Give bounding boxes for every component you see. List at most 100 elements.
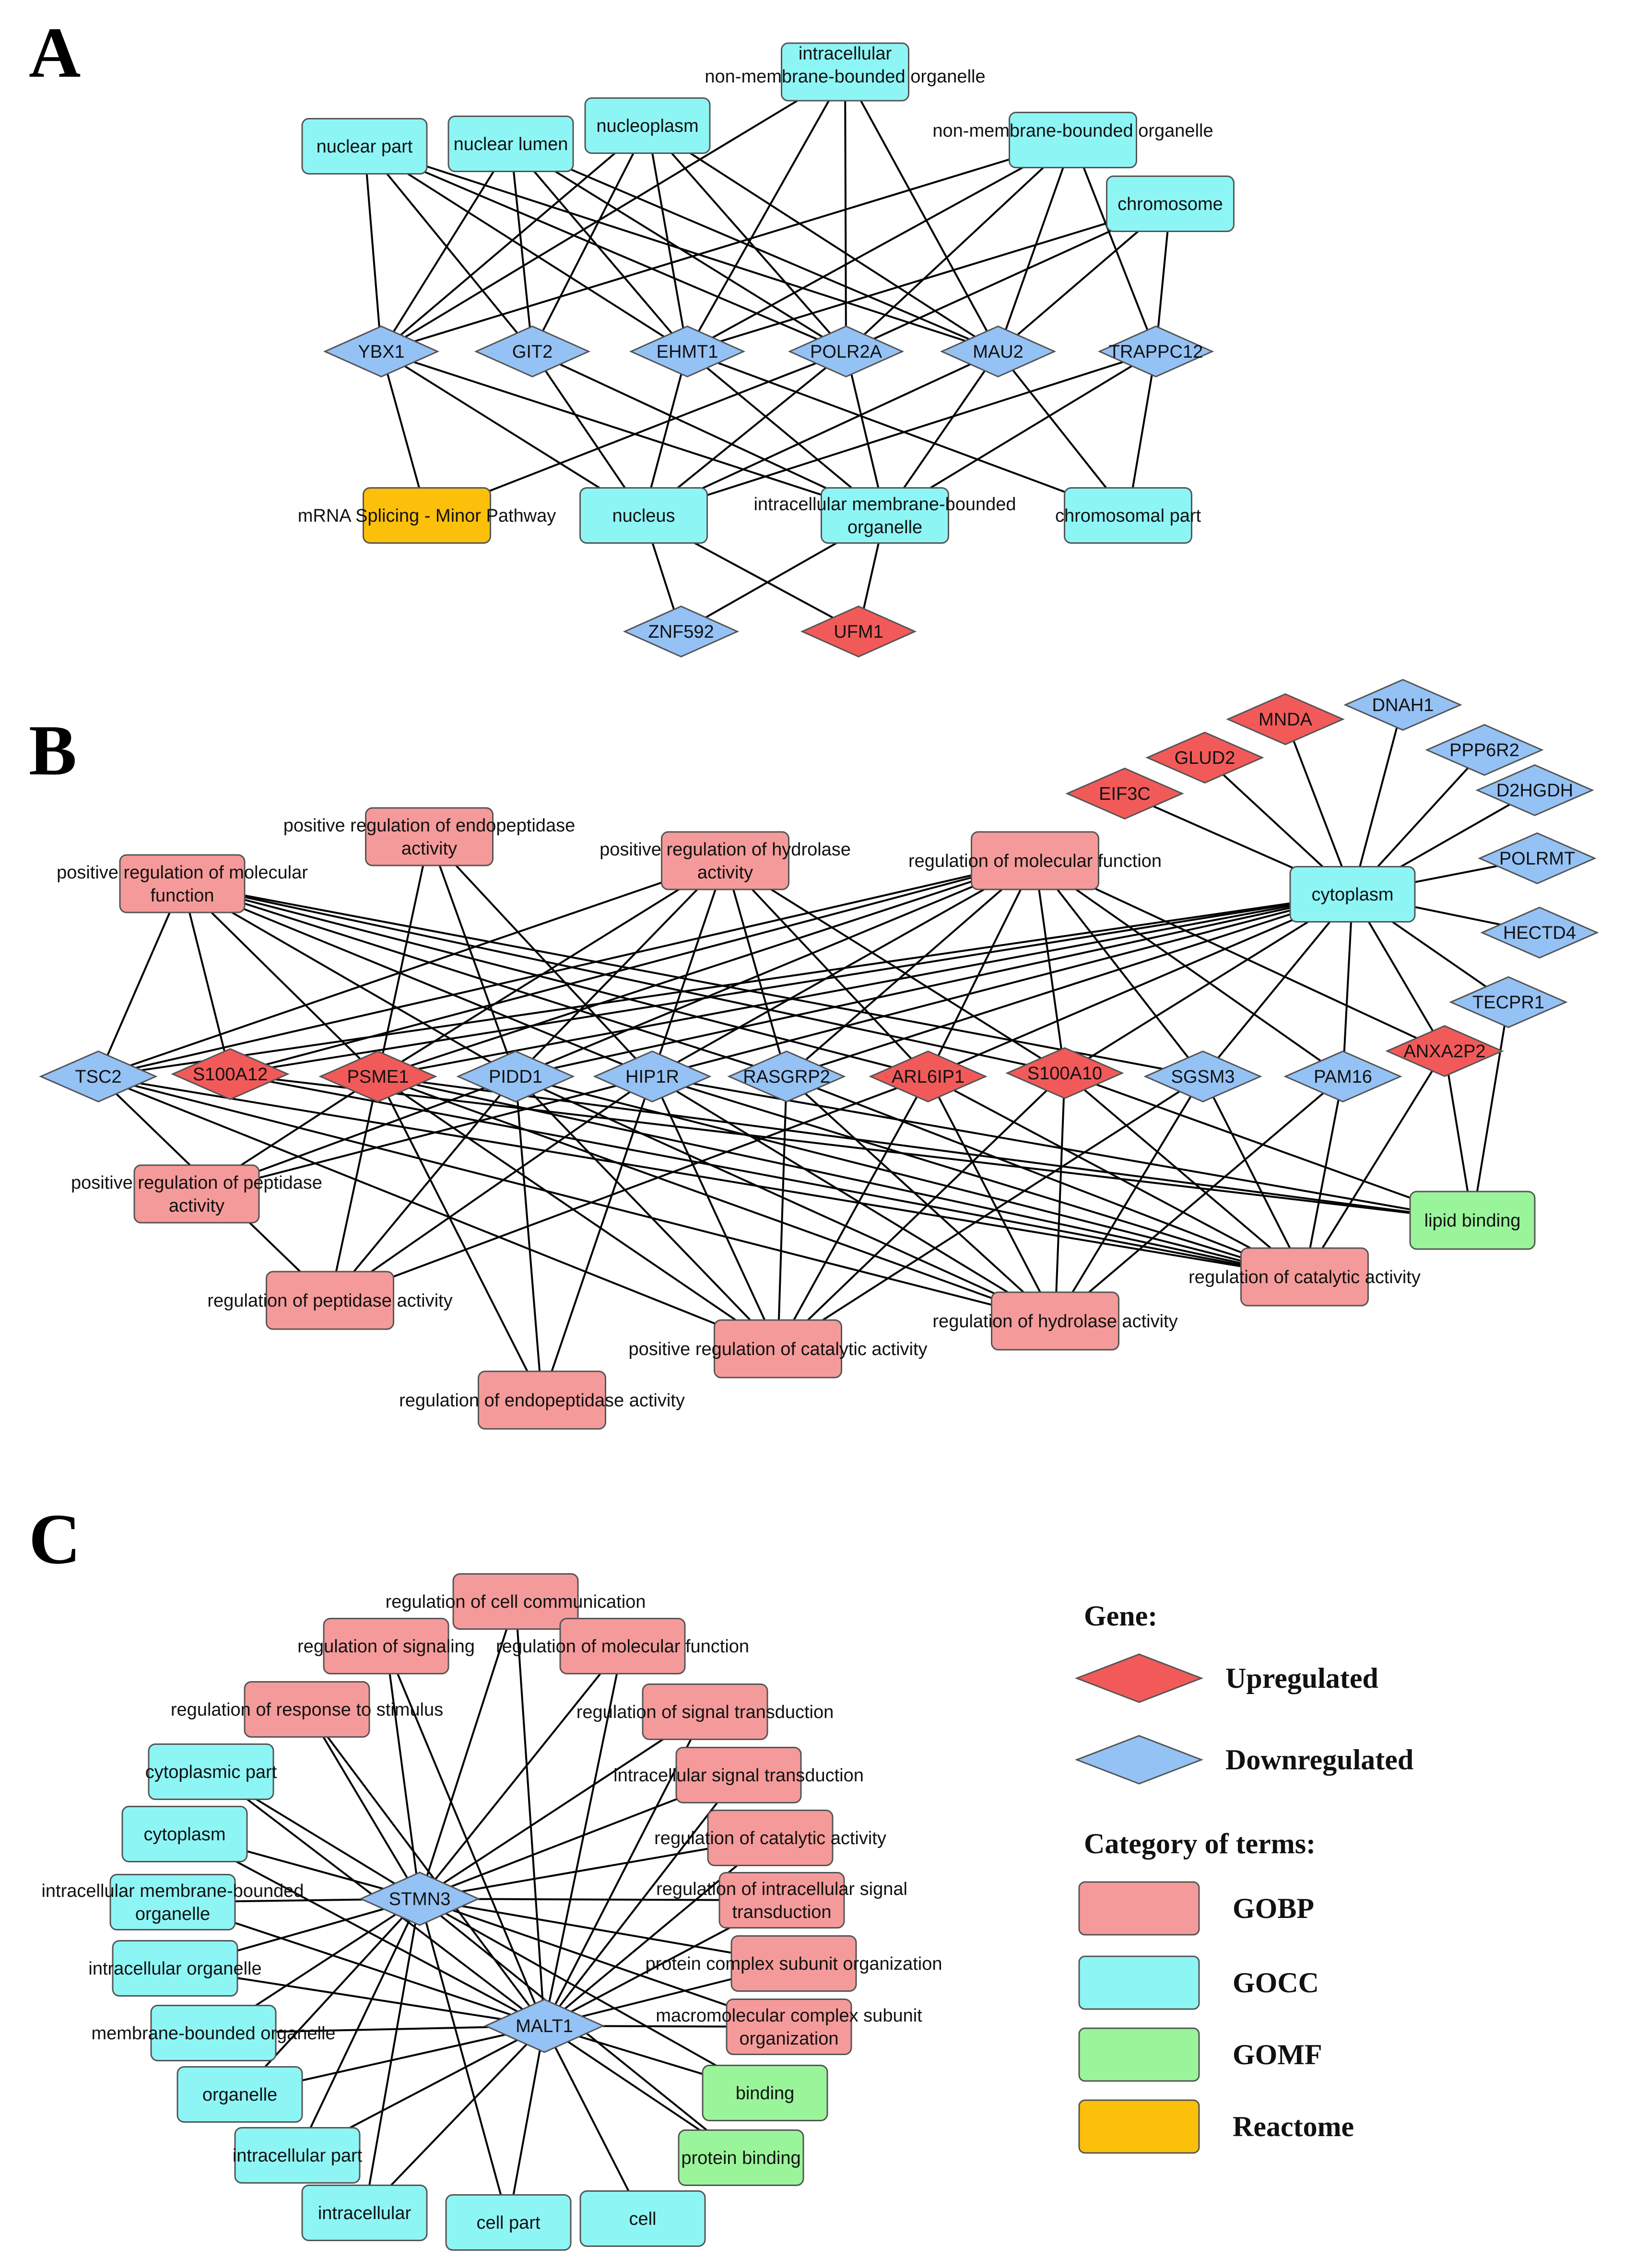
edge-a_ybx1-a_nmbo: [381, 139, 1073, 352]
term-box: [579, 487, 708, 544]
edge-b_prha-b_rasgrp2: [724, 860, 788, 1077]
node-b_psme1: PSME1: [318, 1050, 437, 1103]
node-b_mnda: MNDA: [1226, 693, 1345, 746]
edge-c_malt1-c_rmf: [543, 1646, 624, 2026]
edge-b_cyto-b_s100a10: [1064, 893, 1353, 1074]
node-b_arl6ip1: ARL6IP1: [869, 1050, 988, 1103]
term-box: [1064, 487, 1192, 544]
node-label: cell part: [476, 2213, 540, 2233]
node-b_rha: regulation of hydrolase activity: [932, 1291, 1178, 1351]
gene-diamond: [1478, 832, 1597, 885]
node-label: DNAH1: [1372, 695, 1434, 715]
edge-b_prha-b_hip1r: [651, 860, 726, 1077]
node-a_git2: GIT2: [474, 325, 591, 378]
node-b_rmf: regulation of molecular function: [908, 831, 1162, 890]
node-b_glud2: GLUD2: [1145, 731, 1264, 784]
node-c_ist: intracellular signal transduction: [613, 1747, 864, 1803]
term-box: [363, 487, 491, 544]
gene-diamond: [1283, 1050, 1402, 1103]
node-b_polrmt: POLRMT: [1478, 832, 1597, 885]
node-label: GIT2: [512, 342, 553, 362]
term-box: [718, 1872, 845, 1929]
edge-a_ehmt1-a_nlumen: [510, 143, 688, 352]
node-label: RASGRP2: [743, 1067, 830, 1087]
node-label: PAM16: [1314, 1067, 1372, 1087]
term-box: [1289, 866, 1416, 923]
node-label: mRNA Splicing - Minor Pathway: [298, 506, 556, 526]
node-label: regulation of peptidase activity: [207, 1291, 452, 1311]
node-c_cytopart: cytoplasmic part: [145, 1743, 277, 1800]
gene-diamond: [1475, 764, 1594, 817]
node-label: YBX1: [358, 342, 404, 362]
node-label: MAU2: [973, 342, 1023, 362]
edge-b_rmf-b_rasgrp2: [786, 860, 1036, 1077]
node-b_cyto: cytoplasm: [1289, 866, 1416, 923]
term-box: [678, 2129, 804, 2186]
legend-reactome-label: Reactome: [1233, 2111, 1354, 2142]
node-label: POLR2A: [810, 342, 882, 362]
legend-downregulated-swatch: [1074, 1735, 1204, 1785]
node-c_rcc: regulation of cell communication: [386, 1573, 646, 1630]
node-b_anxa2p2: ANXA2P2: [1385, 1025, 1504, 1077]
node-c_rca: regulation of catalytic activity: [654, 1810, 886, 1866]
edge-b_rmf-b_tsc2: [98, 860, 1035, 1077]
edge-b_prea-b_hip1r: [428, 836, 653, 1077]
edge-b_prca-b_rasgrp2: [777, 1076, 788, 1349]
node-label: regulation of molecular function: [496, 1637, 749, 1657]
gene-diamond: [1145, 731, 1264, 784]
edge-c_malt1-c_rcc: [515, 1601, 545, 2026]
term-box: [971, 831, 1099, 890]
term-box: [244, 1681, 370, 1738]
edge-b_rmf-b_s100a12: [230, 860, 1035, 1075]
edge-b_prca-b_hip1r: [651, 1076, 779, 1349]
edge-b_rca-b_tsc2: [98, 1076, 1305, 1278]
node-b_pam16: PAM16: [1283, 1050, 1402, 1103]
edge-a_ehmt1-a_nplasm: [647, 125, 688, 352]
node-label: chromosomal part: [1055, 506, 1201, 526]
term-box: [323, 1618, 449, 1674]
node-b_d2hgdh: D2HGDH: [1475, 764, 1594, 817]
edge-c_stmn3-c_binding: [419, 1898, 765, 2094]
node-label: SGSM3: [1171, 1067, 1235, 1087]
term-box: [301, 118, 428, 175]
legend-gocc-swatch: [1078, 1955, 1200, 2010]
term-box: [176, 2066, 303, 2123]
node-b_tsc2: TSC2: [39, 1050, 158, 1103]
node-label: TRAPPC12: [1109, 342, 1203, 362]
node-label: intracellular: [318, 2203, 412, 2223]
node-b_lipid: lipid binding: [1409, 1191, 1536, 1250]
node-label: TECPR1: [1472, 993, 1544, 1013]
term-box: [121, 1806, 248, 1862]
edge-c_malt1-c_rrs: [306, 1708, 545, 2027]
edge-b_rea-b_hip1r: [541, 1076, 653, 1401]
node-c_organelle: organelle: [176, 2066, 303, 2123]
edge-b_prca-b_tsc2: [98, 1076, 778, 1350]
edge-a_ybx1-a_nlumen: [380, 143, 512, 352]
legend-downregulated-label: Downregulated: [1225, 1744, 1413, 1776]
edge-b_rha-b_pam16: [1054, 1076, 1344, 1322]
edge-b_cyto-b_arl6ip1: [928, 893, 1353, 1077]
edge-b_cyto-b_rasgrp2: [786, 893, 1353, 1077]
node-b_prca: positive regulation of catalytic activit…: [628, 1319, 928, 1379]
node-label: cytoplasm: [1311, 885, 1393, 905]
term-box: [714, 1319, 842, 1379]
node-label: intracellular signal transduction: [613, 1765, 864, 1786]
edge-b_prmf-b_tsc2: [97, 883, 183, 1077]
edge-b_rha-b_tsc2: [98, 1076, 1056, 1322]
edge-a_trappc12-a_nmbo: [1072, 140, 1157, 352]
edge-b_rca-b_s100a12: [230, 1073, 1305, 1278]
edge-b_rca-b_hip1r: [652, 1076, 1305, 1278]
gene-diamond: [323, 325, 440, 378]
node-c_binding: binding: [702, 2065, 828, 2121]
node-label: regulation of response to stimulus: [171, 1700, 443, 1720]
edge-b_lipid-b_s100a10: [1064, 1072, 1473, 1221]
edge-b_prca-b_sgsm3: [777, 1076, 1204, 1350]
edge-b_rpa-b_psme1: [329, 1076, 379, 1301]
term-box: [234, 2127, 361, 2184]
